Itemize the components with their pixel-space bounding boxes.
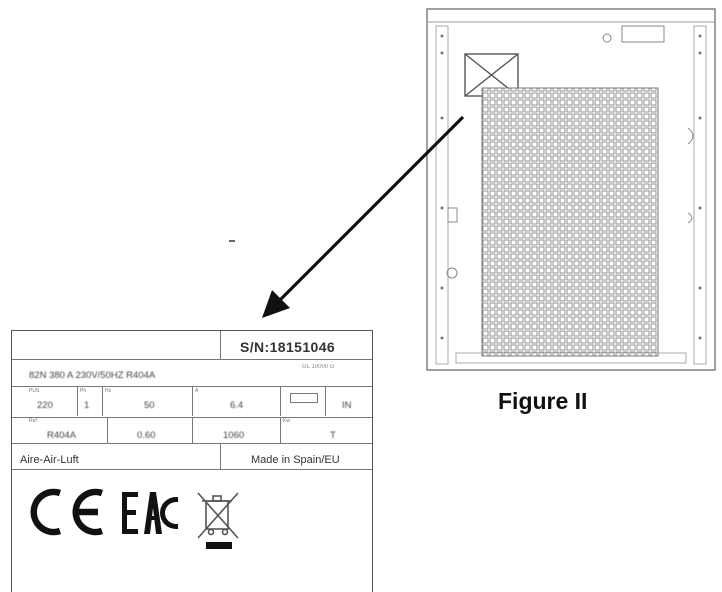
spec-value: 1060 (223, 430, 245, 441)
fuse-icon (290, 393, 318, 403)
stray-mark (229, 240, 235, 242)
plate-divider (102, 387, 103, 416)
weee-bin-icon (197, 492, 239, 539)
model-line: 82N 380 A 230V/50HZ R404A (29, 370, 156, 381)
model-tag: GL 10000 G (302, 364, 335, 370)
spec-value: 6.4 (230, 400, 244, 411)
ce-mark (30, 488, 104, 536)
spec-value: 50 (144, 400, 155, 411)
plate-divider (77, 387, 78, 416)
spec-value: 1 (84, 400, 90, 411)
plate-footer-row (12, 443, 372, 470)
spec-header: A (195, 388, 199, 394)
spec-header: Hz (105, 388, 112, 394)
plate-serial-row (12, 331, 372, 360)
spec-value: IN (342, 400, 352, 411)
spec-row-2 (12, 416, 372, 444)
spec-header: Kw (283, 418, 290, 424)
spec-header: Ref (29, 418, 37, 424)
eac-mark (122, 492, 178, 534)
equipment-drawing (426, 8, 716, 371)
plate-divider (192, 417, 193, 443)
spec-value: T (330, 430, 336, 441)
plate-footer-right: Made in Spain/EU (251, 454, 340, 466)
equipment-drawing-svg (426, 8, 716, 371)
weee-bar (206, 542, 232, 549)
spec-value: 0.60 (137, 430, 156, 441)
certification-marks (30, 488, 239, 549)
plate-divider (220, 331, 221, 359)
rating-plate: S/N:18151046 82N 380 A 230V/50HZ R404A G… (11, 330, 373, 592)
plate-divider (280, 387, 281, 416)
spec-header: PUS (29, 388, 40, 394)
spec-value: R404A (47, 430, 77, 441)
plate-divider (220, 443, 221, 469)
serial-number: S/N:18151046 (240, 339, 336, 355)
plate-footer-left: Aire-Air-Luft (20, 454, 79, 466)
spec-header: Ph (80, 388, 87, 394)
plate-divider (325, 387, 326, 416)
figure-caption: Figure II (498, 388, 588, 414)
plate-divider (280, 417, 281, 443)
plate-divider (192, 387, 193, 416)
spec-value: 220 (37, 400, 53, 411)
plate-divider (107, 417, 108, 443)
